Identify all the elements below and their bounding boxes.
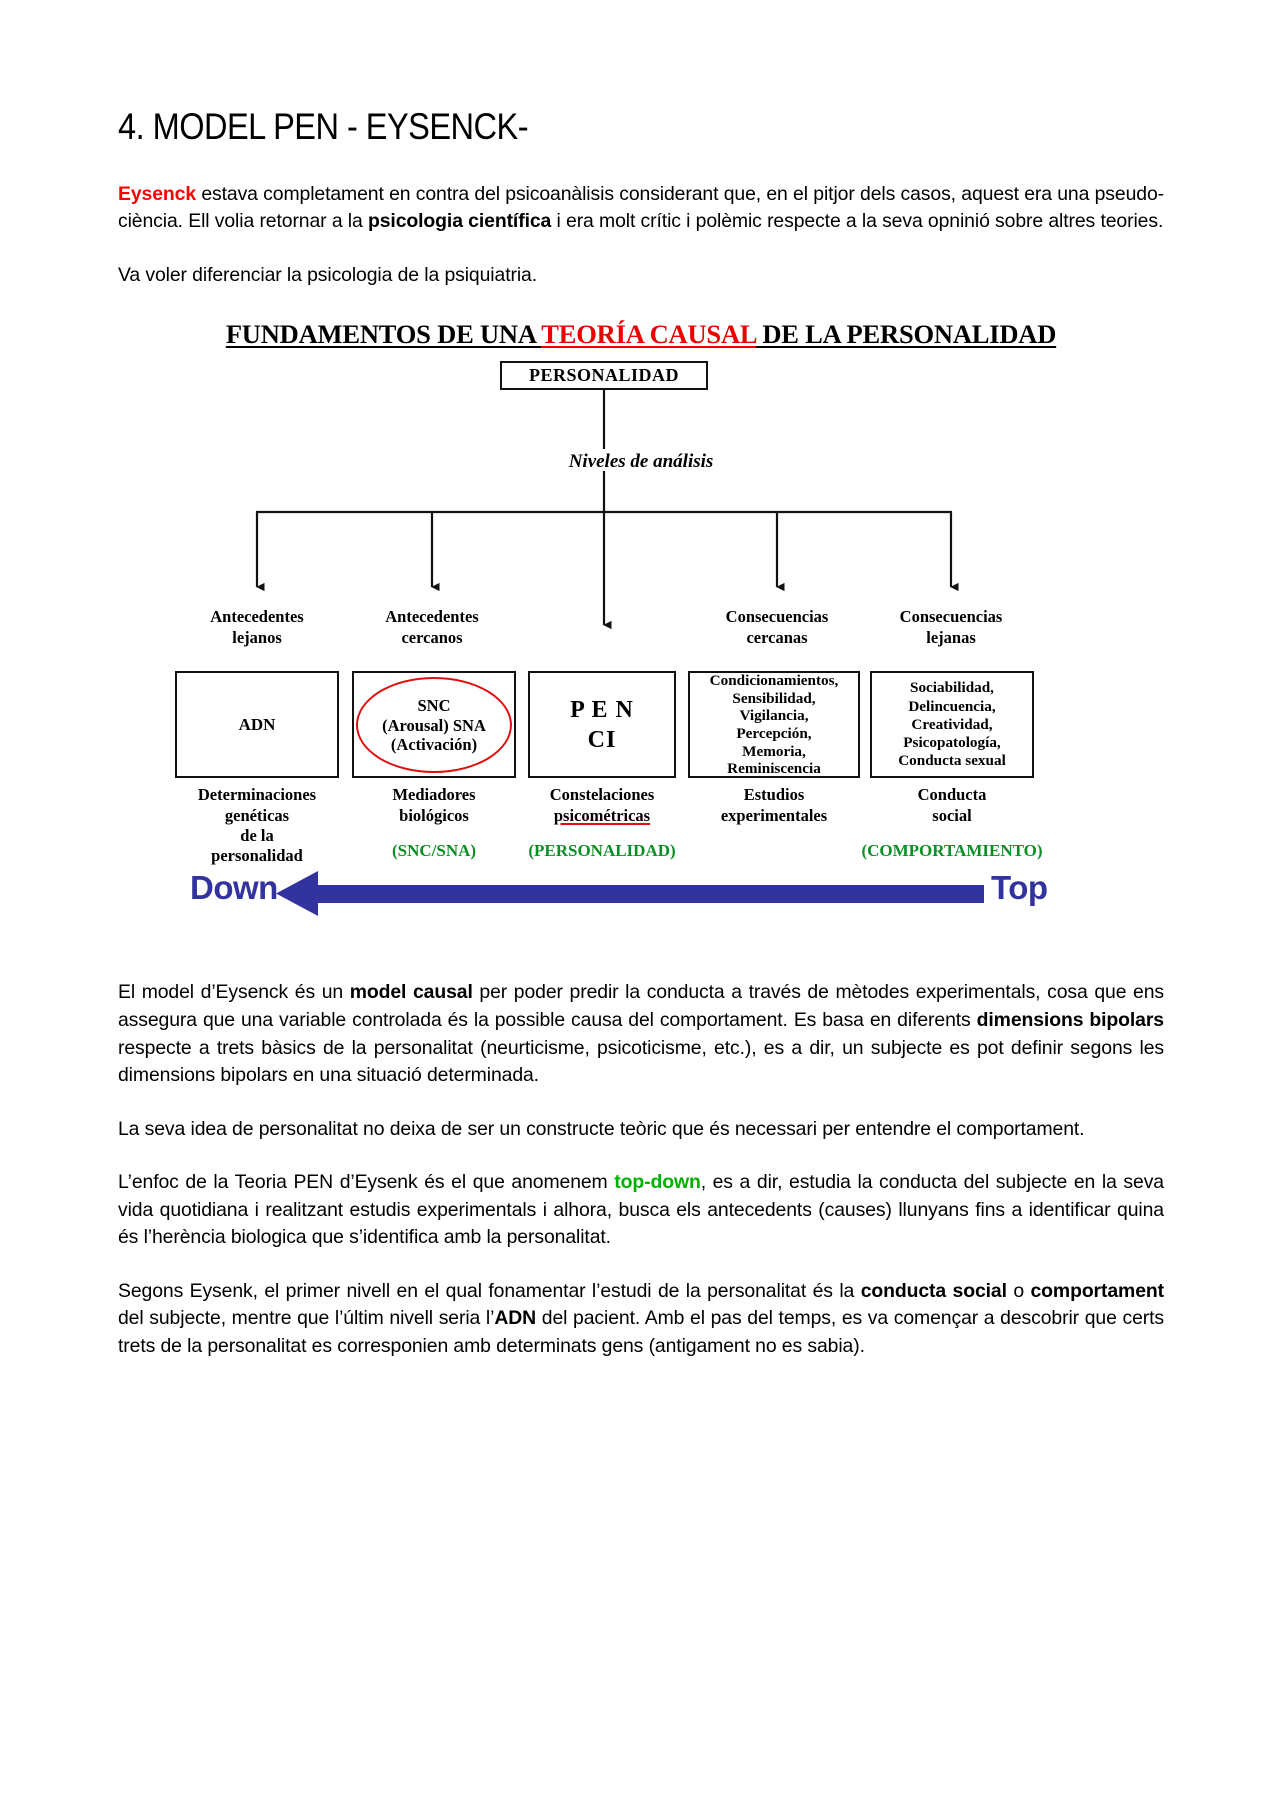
paragraph-conducta-social-b: o [1006,1279,1031,1302]
caption-mediadores-biologicos: Mediadores biológicos [334,785,534,825]
node-consecuencias-cercanas-line5: Memoria, [742,742,806,760]
node-adn-label: ADN [238,714,276,734]
direction-label-top: Top [991,869,1048,907]
caption-estudios-experimentales-line1: Estudios [743,785,805,805]
figure-title: FUNDAMENTOS DE UNA TEORÍA CAUSAL DE LA P… [118,319,1164,350]
node-consecuencias-lejanas-line5: Conducta sexual [898,752,1006,770]
paragraph-conducta-social-c: del subjecte, mentre que l’últim nivell … [118,1307,495,1330]
caption-mediadores-biologicos-line2: biológicos [399,805,469,825]
level-label-antecedentes-lejanos-line2: lejanos [232,627,282,647]
caption-determinaciones-geneticas-line4: personalidad [211,845,303,865]
caption-determinaciones-geneticas: Determinaciones genéticas de la personal… [157,785,357,866]
node-pen-ci: P E N CI [528,671,676,779]
level-label-consecuencias-cercanas-line2: cercanas [746,627,808,647]
level-label-consecuencias-cercanas-line1: Consecuencias [725,607,829,627]
caption-mediadores-biologicos-line1: Mediadores [392,785,476,805]
paragraph-top-down-a: L’enfoc de la Teoria PEN d’Eysenk és el … [118,1171,615,1194]
node-consecuencias-lejanas-line3: Creatividad, [911,715,993,733]
level-label-antecedentes-cercanos-line1: Antecedentes [385,607,479,627]
caption-constelaciones-psicometricas: Constelaciones psicométricas [502,785,702,825]
caption-conducta-social-line2: social [932,805,972,825]
node-personalidad-label: PERSONALIDAD [528,365,680,386]
figure-title-part1: FUNDAMENTOS DE UNA [225,319,542,350]
paragraph-conducta-social: Segons Eysenk, el primer nivell en el qu… [118,1278,1164,1361]
level-label-antecedentes-cercanos-line2: cercanos [401,627,463,647]
figure-title-part3: DE LA PERSONALIDAD [755,319,1057,350]
caption-determinaciones-geneticas-line1: Determinaciones [197,785,317,805]
model-causal-bold: model causal [349,981,473,1004]
node-snc-sna-line1: SNC [417,695,451,715]
level-label-consecuencias-cercanas: Consecuencias cercanas [682,607,872,647]
niveles-de-analisis-label: Niveles de análisis [568,451,714,473]
conducta-social-bold: conducta social [860,1279,1007,1302]
level-label-antecedentes-lejanos-line1: Antecedentes [210,607,304,627]
comportament-bold: comportament [1030,1279,1165,1302]
node-consecuencias-lejanas-line2: Delincuencia, [908,697,996,715]
paragraph-intro-text-a: estava completament en contra del psicoa… [118,182,1164,233]
page-title: 4. MODEL PEN - EYSENCK- [118,106,529,147]
paragraph-conducta-social-d: del pacient. Amb el pas del temps, es va… [118,1307,1164,1357]
node-consecuencias-lejanas-line1: Sociabilidad, [910,679,994,697]
level-label-antecedentes-cercanos: Antecedentes cercanos [337,607,527,647]
caption-constelaciones-psicometricas-line2: psicométricas [553,805,651,825]
caption-constelaciones-psicometricas-line1: Constelaciones [549,785,655,805]
paragraph-diferenciar: Va voler diferenciar la psicologia de la… [118,263,538,286]
caption-conducta-social: Conducta social [852,785,1052,825]
node-snc-sna-line2: (Arousal) SNA [382,715,486,735]
paragraph-model-causal-a: El model d’Eysenck és un [118,981,350,1004]
node-snc-sna-line3: (Activación) [390,735,478,755]
paragraph-model-causal-b: per poder predir la conducta a través de… [118,981,1164,1032]
paragraph-intro-text-b: i era molt crític i polèmic respecte a l… [551,210,1164,233]
direction-label-down: Down [190,869,278,907]
level-label-consecuencias-lejanas-line1: Consecuencias [899,607,1003,627]
node-snc-sna-oval: SNC (Arousal) SNA (Activación) [356,677,512,774]
paragraph-constructe-teoric: La seva idea de personalitat no deixa de… [118,1117,1085,1140]
adn-bold: ADN [494,1307,537,1330]
node-pen-ci-line1: P E N [570,696,634,723]
psicologia-cientifica-bold: psicologia científica [367,210,552,233]
paragraph-model-causal-c: respecte a trets bàsics de la personalit… [118,1036,1164,1087]
paragraph-conducta-social-a: Segons Eysenk, el primer nivell en el qu… [118,1279,861,1302]
level-label-consecuencias-lejanas-line2: lejanas [926,627,976,647]
node-consecuencias-lejanas: Sociabilidad, Delincuencia, Creatividad,… [870,671,1034,779]
node-consecuencias-cercanas-line6: Reminiscencia [727,760,821,778]
green-caption-snc-sna: (SNC/SNA) [391,841,477,861]
eysenck-highlight: Eysenck [118,182,196,205]
figure-teoria-causal: FUNDAMENTOS DE UNA TEORÍA CAUSAL DE LA P… [118,319,1164,951]
figure-title-part2: TEORÍA CAUSAL [541,319,756,350]
document-content: 4. MODEL PEN - EYSENCK- Eysenck estava c… [118,0,1164,1361]
caption-estudios-experimentales-line2: experimentales [720,805,828,825]
caption-determinaciones-geneticas-line2: genéticas [224,805,290,825]
node-personalidad: PERSONALIDAD [500,361,708,391]
caption-determinaciones-geneticas-line3: de la [240,825,274,845]
node-consecuencias-cercanas-line2: Sensibilidad, [732,689,816,707]
node-consecuencias-cercanas-line1: Condicionamientos, [709,672,839,690]
node-consecuencias-cercanas-line4: Percepción, [736,724,812,742]
green-caption-comportamiento: (COMPORTAMIENTO) [861,841,1043,861]
dimensions-bipolars-bold: dimensions bipolars [976,1009,1164,1032]
figure-connectors [255,390,959,630]
caption-conducta-social-line1: Conducta [917,785,987,805]
caption-estudios-experimentales: Estudios experimentales [674,785,874,825]
node-adn: ADN [175,671,339,779]
level-label-antecedentes-lejanos: Antecedentes lejanos [162,607,352,647]
paragraph-top-down-b: , es a dir, estudia la conducta del subj… [118,1171,1164,1249]
node-pen-ci-line2: CI [587,726,617,753]
paragraph-model-causal: El model d’Eysenck és un model causal pe… [118,979,1164,1089]
paragraph-intro: Eysenck estava completament en contra de… [118,181,1164,236]
paragraph-top-down: L’enfoc de la Teoria PEN d’Eysenk és el … [118,1169,1164,1252]
green-caption-personalidad: (PERSONALIDAD) [528,841,676,861]
level-label-consecuencias-lejanas: Consecuencias lejanas [856,607,1046,647]
node-consecuencias-cercanas: Condicionamientos, Sensibilidad, Vigilan… [688,671,860,779]
node-consecuencias-cercanas-line3: Vigilancia, [739,707,809,725]
node-consecuencias-lejanas-line4: Psicopatología, [903,734,1001,752]
top-down-highlight: top-down [614,1171,701,1194]
direction-arrow [276,871,984,917]
